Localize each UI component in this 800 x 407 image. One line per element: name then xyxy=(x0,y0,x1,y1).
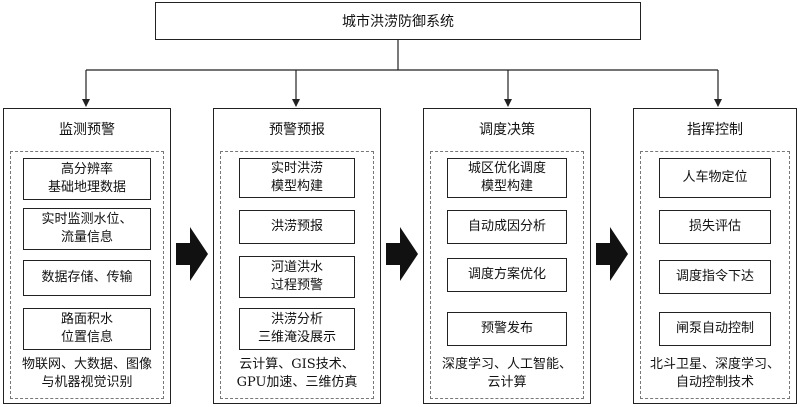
item-box: 洪涝预报 xyxy=(239,210,355,244)
item-box: 人车物定位 xyxy=(659,158,771,198)
column-dispatch: 调度决策 城区优化调度 模型构建 自动成因分析 调度方案优化 预警发布 深度学习… xyxy=(423,108,591,404)
flow-arrow-1 xyxy=(176,227,208,281)
flow-arrow-2 xyxy=(386,227,418,281)
tech-label: 物联网、大数据、图像 与机器视觉识别 xyxy=(21,357,152,390)
column-inner-frame: 人车物定位 损失评估 调度指令下达 闸泵自动控制 北斗卫星、深度学习、 自动控制… xyxy=(640,151,790,399)
column-monitoring: 监测预警 高分辨率 基础地理数据 实时监测水位、 流量信息 数据存储、传输 路面… xyxy=(3,108,171,404)
item-box: 河道洪水 过程预警 xyxy=(239,256,355,298)
item-box: 高分辨率 基础地理数据 xyxy=(23,158,151,200)
column-inner-frame: 实时洪涝 模型构建 洪涝预报 河道洪水 过程预警 洪涝分析 三维淹没展示 云计算… xyxy=(220,151,374,399)
system-title: 城市洪涝防御系统 xyxy=(342,14,454,30)
tech-label: 北斗卫星、深度学习、 自动控制技术 xyxy=(649,357,780,390)
item-box: 实时监测水位、 流量信息 xyxy=(23,208,151,250)
column-heading: 指挥控制 xyxy=(687,122,743,138)
item-box: 调度指令下达 xyxy=(659,260,771,294)
column-heading: 监测预警 xyxy=(59,122,115,138)
column-command: 指挥控制 人车物定位 损失评估 调度指令下达 闸泵自动控制 北斗卫星、深度学习、… xyxy=(633,108,797,404)
item-box: 自动成因分析 xyxy=(447,210,567,244)
tech-label: 云计算、GIS技术、 GPU加速、三维仿真 xyxy=(236,357,358,390)
item-box: 数据存储、传输 xyxy=(23,260,151,296)
item-box: 洪涝分析 三维淹没展示 xyxy=(239,308,355,350)
item-box: 预警发布 xyxy=(447,312,567,346)
column-forecasting: 预警预报 实时洪涝 模型构建 洪涝预报 河道洪水 过程预警 洪涝分析 三维淹没展… xyxy=(213,108,381,404)
item-box: 损失评估 xyxy=(659,210,771,244)
item-box: 城区优化调度 模型构建 xyxy=(447,158,567,198)
tech-label: 深度学习、人工智能、 云计算 xyxy=(441,357,572,390)
item-box: 闸泵自动控制 xyxy=(659,312,771,346)
flow-arrow-3 xyxy=(596,227,628,281)
item-box: 路面积水 位置信息 xyxy=(23,308,151,350)
column-heading: 预警预报 xyxy=(269,122,325,138)
item-box: 调度方案优化 xyxy=(447,258,567,292)
item-box: 实时洪涝 模型构建 xyxy=(239,158,355,198)
column-heading: 调度决策 xyxy=(479,122,535,138)
system-title-box: 城市洪涝防御系统 xyxy=(155,2,641,40)
column-inner-frame: 高分辨率 基础地理数据 实时监测水位、 流量信息 数据存储、传输 路面积水 位置… xyxy=(10,151,164,399)
column-inner-frame: 城区优化调度 模型构建 自动成因分析 调度方案优化 预警发布 深度学习、人工智能… xyxy=(430,151,584,399)
